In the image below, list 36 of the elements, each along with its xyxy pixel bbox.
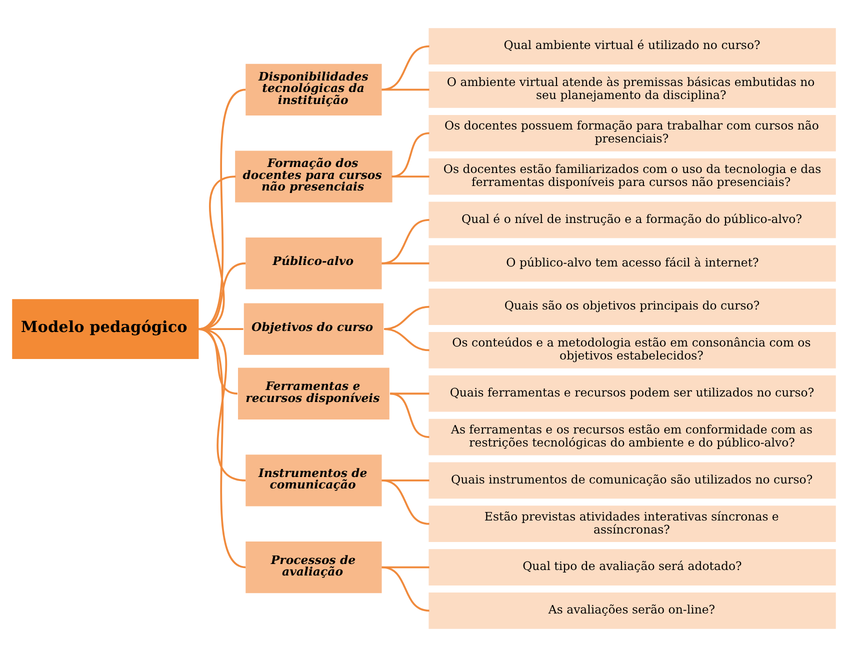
connector <box>390 392 430 394</box>
connector <box>198 328 246 481</box>
connector <box>392 175 430 177</box>
node-box: Quais ferramentas e recursos podem ser utilizados no curso? <box>428 374 836 412</box>
node-box: Quais instrumentos de comunicação são utilizados no curso? <box>428 462 836 498</box>
node-box: Quais são os objetivos principais do curso? <box>428 288 836 324</box>
node-box: Estão previstas atividades interativas síncronas e assíncronas? <box>428 505 836 542</box>
connector <box>392 132 430 177</box>
connector <box>382 566 430 612</box>
node-box: Objetivos do curso <box>244 302 384 354</box>
node-box: Qual ambiente virtual é utilizado no curso? <box>428 28 836 64</box>
connector <box>382 88 430 90</box>
node-box: Qual tipo de avaliação será adotado? <box>428 548 836 585</box>
node-box: Disponibilidades tecnológicas da instituição <box>246 63 382 116</box>
connector <box>382 479 430 524</box>
node-box: Público-alvo <box>246 237 382 289</box>
node-box: Os conteúdos e a metodologia estão em consonância com os objetivos estabelecidos? <box>428 332 836 368</box>
node-box: O ambiente virtual atende às premissas básicas embutidas no seu planejamento da disciplina? <box>428 71 836 108</box>
connector <box>384 328 430 351</box>
node-box: Os docentes possuem formação para trabalhar com cursos não presenciais? <box>428 114 836 151</box>
connector <box>390 392 430 438</box>
connector <box>384 305 430 330</box>
connector <box>198 328 246 568</box>
node-box: Ferramentas e recursos disponíveis <box>238 367 390 419</box>
node-box: Formação dos docentes para cursos não presenciais <box>235 150 392 202</box>
node-box: Instrumentos de comunicação <box>246 454 382 506</box>
connector <box>382 262 430 264</box>
connector <box>382 218 430 264</box>
node-box: As ferramentas e os recursos estão em conformidade com as restrições tecnológicas do ambiente e do público-alvo? <box>428 418 836 455</box>
node-box: Modelo pedagógico <box>12 298 199 358</box>
node-box: O público-alvo tem acesso fácil à internet? <box>428 244 836 282</box>
node-box: Qual é o nível de instrução e a formação do público-alvo? <box>428 201 836 238</box>
node-box: Os docentes estão familiarizados com o uso da tecnologia e das ferramentas disponíveis para cursos não presenciais? <box>428 158 836 194</box>
node-box: Processos de avaliação <box>246 540 382 593</box>
node-box: As avaliações serão on-line? <box>428 592 836 628</box>
connector <box>382 44 430 90</box>
